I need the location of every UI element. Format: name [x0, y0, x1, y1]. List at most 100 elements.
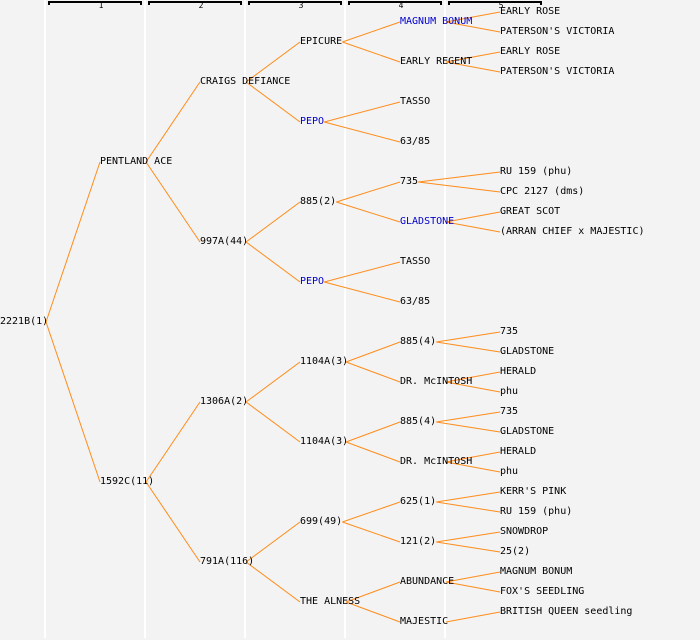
column-divider — [144, 0, 146, 638]
pedigree-node-gen5[interactable]: GLADSTONE — [500, 346, 555, 357]
column-divider — [444, 0, 446, 638]
pedigree-node-gen4[interactable]: TASSO — [400, 96, 431, 107]
pedigree-node-gen5[interactable]: CPC 2127 (dms) — [500, 186, 585, 197]
pedigree-edge — [445, 451, 501, 463]
pedigree-edge — [436, 501, 501, 513]
pedigree-node-gen5[interactable]: HERALD — [500, 366, 537, 377]
pedigree-node-gen4[interactable]: DR. McINTOSH — [400, 456, 473, 467]
pedigree-edge — [436, 541, 501, 553]
pedigree-node-gen3[interactable]: 1104A(3) — [300, 356, 349, 367]
column-divider — [244, 0, 246, 638]
pedigree-edge — [345, 361, 401, 383]
pedigree-node-gen4[interactable]: MAGNUM BONUM — [400, 16, 473, 27]
pedigree-node-gen3[interactable]: THE ALNESS — [300, 596, 361, 607]
generation-label-5: 5 — [498, 1, 504, 10]
generation-label-1: 1 — [98, 1, 104, 10]
pedigree-node-gen4[interactable]: 885(4) — [400, 416, 437, 427]
pedigree-node-gen5[interactable]: 25(2) — [500, 546, 531, 557]
pedigree-edge — [436, 411, 501, 423]
pedigree-edge — [324, 121, 401, 143]
pedigree-edge — [445, 581, 501, 593]
pedigree-node-gen4[interactable]: 63/85 — [400, 296, 431, 307]
pedigree-node-gen4[interactable]: DR. McINTOSH — [400, 376, 473, 387]
pedigree-edge — [245, 241, 301, 283]
pedigree-node-gen5[interactable]: GLADSTONE — [500, 426, 555, 437]
pedigree-node-gen4[interactable]: EARLY REGENT — [400, 56, 473, 67]
pedigree-node-gen3[interactable]: 1104A(3) — [300, 436, 349, 447]
pedigree-edge — [445, 461, 501, 473]
generation-bracket-3 — [248, 1, 342, 5]
column-divider — [44, 0, 46, 638]
pedigree-node-gen5[interactable]: GREAT SCOT — [500, 206, 561, 217]
pedigree-node-gen5[interactable]: PATERSON'S VICTORIA — [500, 26, 615, 37]
pedigree-edge — [342, 41, 401, 63]
pedigree-edge — [445, 381, 501, 393]
pedigree-edge — [336, 201, 401, 223]
pedigree-edge — [436, 531, 501, 543]
pedigree-node-gen3[interactable]: EPICURE — [300, 36, 343, 47]
column-divider — [344, 0, 346, 638]
generation-bracket-2 — [148, 1, 242, 5]
generation-bracket-4 — [348, 1, 442, 5]
pedigree-edge — [245, 521, 301, 563]
pedigree-node-gen4[interactable]: 885(4) — [400, 336, 437, 347]
pedigree-node-gen5[interactable]: phu — [500, 466, 519, 477]
pedigree-node-gen4[interactable]: 625(1) — [400, 496, 437, 507]
pedigree-node-gen5[interactable]: KERR'S PINK — [500, 486, 567, 497]
pedigree-node-gen5[interactable]: 735 — [500, 406, 519, 417]
pedigree-edge — [245, 361, 301, 403]
pedigree-edge — [145, 81, 201, 163]
pedigree-edge — [145, 481, 201, 563]
pedigree-node-gen3[interactable]: 699(49) — [300, 516, 343, 527]
pedigree-edge — [245, 401, 301, 443]
pedigree-edge — [345, 341, 401, 363]
pedigree-node-gen5[interactable]: phu — [500, 386, 519, 397]
pedigree-node-gen5[interactable]: (ARRAN CHIEF x MAJESTIC) — [500, 226, 645, 237]
pedigree-node-gen5[interactable]: EARLY ROSE — [500, 6, 561, 17]
pedigree-node-gen3[interactable]: PEPO — [300, 116, 325, 127]
pedigree-node-gen4[interactable]: GLADSTONE — [400, 216, 455, 227]
generation-bracket-5 — [448, 1, 542, 5]
pedigree-node-gen4[interactable]: ABUNDANCE — [400, 576, 455, 587]
pedigree-node-gen1[interactable]: PENTLAND ACE — [100, 156, 173, 167]
pedigree-node-gen3[interactable]: PEPO — [300, 276, 325, 287]
pedigree-node-gen5[interactable]: SNOWDROP — [500, 526, 549, 537]
pedigree-edge — [245, 81, 301, 123]
pedigree-edge — [436, 341, 501, 353]
pedigree-edge — [342, 21, 401, 43]
pedigree-node-gen5[interactable]: HERALD — [500, 446, 537, 457]
pedigree-edge — [436, 491, 501, 503]
pedigree-node-gen1[interactable]: 1592C(11) — [100, 476, 155, 487]
root-node[interactable]: 2221B(1) — [0, 316, 49, 327]
pedigree-node-gen5[interactable]: FOX'S SEEDLING — [500, 586, 585, 597]
pedigree-edge — [445, 51, 501, 63]
pedigree-edge — [145, 401, 201, 483]
pedigree-node-gen4[interactable]: 63/85 — [400, 136, 431, 147]
pedigree-edge — [445, 61, 501, 73]
pedigree-node-gen4[interactable]: 735 — [400, 176, 419, 187]
pedigree-node-gen5[interactable]: 735 — [500, 326, 519, 337]
pedigree-node-gen5[interactable]: PATERSON'S VICTORIA — [500, 66, 615, 77]
generation-bracket-1 — [48, 1, 142, 5]
pedigree-edge — [345, 601, 401, 623]
pedigree-node-gen2[interactable]: CRAIGS DEFIANCE — [200, 76, 291, 87]
pedigree-node-gen4[interactable]: 121(2) — [400, 536, 437, 547]
pedigree-node-gen5[interactable]: RU 159 (phu) — [500, 506, 573, 517]
pedigree-edge — [436, 331, 501, 343]
pedigree-node-gen4[interactable]: TASSO — [400, 256, 431, 267]
pedigree-node-gen2[interactable]: 997A(44) — [200, 236, 249, 247]
pedigree-node-gen5[interactable]: MAGNUM BONUM — [500, 566, 573, 577]
pedigree-node-gen4[interactable]: MAJESTIC — [400, 616, 449, 627]
pedigree-edge — [445, 211, 501, 223]
pedigree-edge — [436, 421, 501, 433]
generation-label-2: 2 — [198, 1, 204, 10]
pedigree-node-gen5[interactable]: RU 159 (phu) — [500, 166, 573, 177]
pedigree-node-gen5[interactable]: EARLY ROSE — [500, 46, 561, 57]
pedigree-node-gen2[interactable]: 791A(116) — [200, 556, 255, 567]
pedigree-edge — [345, 441, 401, 463]
pedigree-node-gen3[interactable]: 885(2) — [300, 196, 337, 207]
generation-label-4: 4 — [398, 1, 404, 10]
pedigree-node-gen5[interactable]: BRITISH QUEEN seedling — [500, 606, 633, 617]
pedigree-node-gen2[interactable]: 1306A(2) — [200, 396, 249, 407]
